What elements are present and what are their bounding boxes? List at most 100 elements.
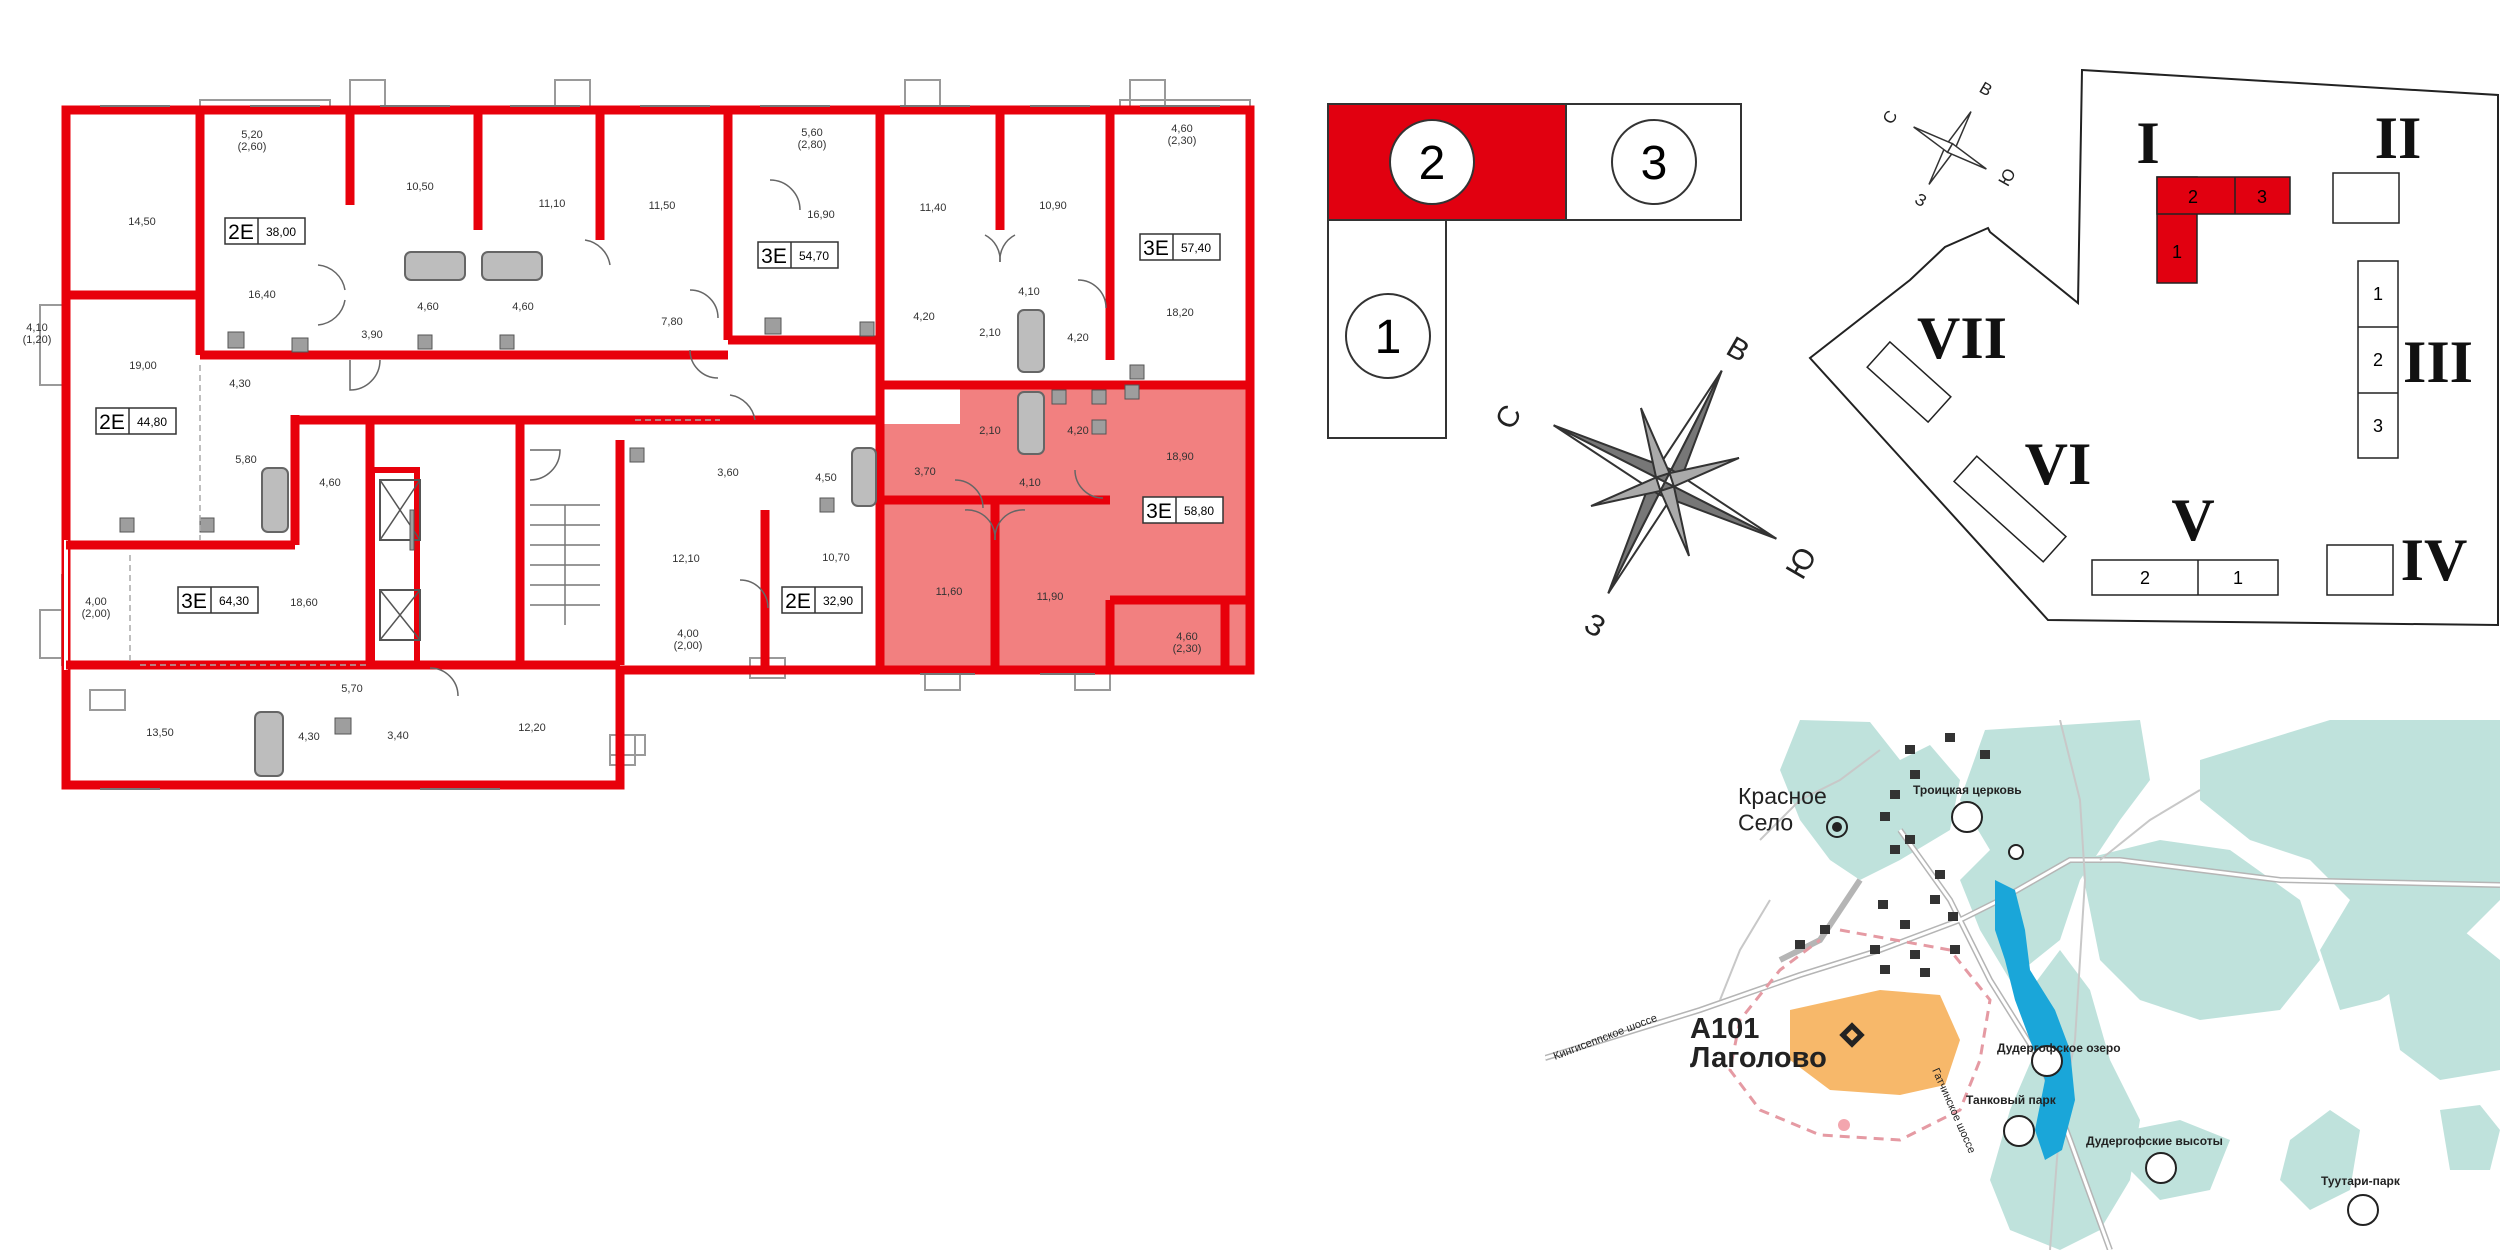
svg-text:3: 3 bbox=[2373, 416, 2383, 436]
svg-text:3,70: 3,70 bbox=[914, 466, 935, 478]
svg-text:Троицкая церковь: Троицкая церковь bbox=[1913, 783, 2022, 797]
site-plan: С В Ю З 2 3 1 1 2 3 2 1 bbox=[1808, 68, 2499, 627]
dudergof-lake[interactable] bbox=[1995, 880, 2075, 1160]
svg-text:4,60: 4,60 bbox=[1171, 123, 1192, 135]
svg-text:(2,30): (2,30) bbox=[1168, 135, 1197, 147]
svg-text:С: С bbox=[1879, 107, 1902, 127]
svg-text:18,90: 18,90 bbox=[1166, 451, 1194, 463]
svg-text:11,90: 11,90 bbox=[1037, 591, 1064, 603]
site-building-ii[interactable] bbox=[2332, 172, 2400, 224]
svg-text:З: З bbox=[1912, 189, 1930, 211]
svg-text:14,50: 14,50 bbox=[128, 216, 156, 228]
svg-text:38,00: 38,00 bbox=[266, 225, 296, 239]
svg-text:III: III bbox=[2403, 329, 2473, 395]
room-areas: 5,20 (2,60) 14,50 16,40 3,90 10,50 4,60 … bbox=[23, 123, 1202, 743]
svg-text:44,80: 44,80 bbox=[137, 415, 167, 429]
svg-text:4,60: 4,60 bbox=[512, 301, 533, 313]
svg-text:5,20: 5,20 bbox=[241, 129, 262, 141]
windows bbox=[100, 105, 1220, 790]
poi-markers bbox=[1795, 733, 1990, 977]
svg-text:19,00: 19,00 bbox=[129, 360, 157, 372]
svg-text:Ю: Ю bbox=[1780, 542, 1824, 585]
district-lagolovo[interactable] bbox=[1790, 990, 1960, 1095]
site-boundary bbox=[1808, 68, 2499, 627]
svg-text:4,60: 4,60 bbox=[417, 301, 438, 313]
svg-text:4,60: 4,60 bbox=[319, 477, 340, 489]
svg-text:57,40: 57,40 bbox=[1181, 241, 1211, 255]
svg-text:3,60: 3,60 bbox=[717, 467, 738, 479]
svg-text:10,50: 10,50 bbox=[406, 181, 434, 193]
unit-label[interactable]: 3Е 57,40 bbox=[1139, 233, 1221, 261]
svg-text:4,20: 4,20 bbox=[1067, 332, 1088, 344]
svg-text:5,70: 5,70 bbox=[341, 683, 362, 695]
svg-text:3: 3 bbox=[2257, 187, 2267, 207]
svg-text:VI: VI bbox=[2025, 431, 2092, 497]
site-building-vii[interactable] bbox=[1866, 340, 1952, 424]
section-key: 2 3 1 bbox=[1327, 103, 1742, 439]
svg-text:3,90: 3,90 bbox=[361, 329, 382, 341]
svg-text:4,20: 4,20 bbox=[913, 311, 934, 323]
svg-text:(2,00): (2,00) bbox=[674, 640, 703, 652]
unit-label[interactable]: 2Е 38,00 bbox=[224, 217, 306, 245]
svg-text:4,30: 4,30 bbox=[229, 378, 250, 390]
bathtubs bbox=[254, 251, 1045, 777]
svg-text:1: 1 bbox=[2373, 284, 2383, 304]
poi-circles bbox=[1951, 801, 2379, 1226]
svg-text:Кингисеппское шоссе: Кингисеппское шоссе bbox=[1552, 1012, 1659, 1063]
svg-text:VII: VII bbox=[1917, 305, 2007, 371]
svg-text:(2,30): (2,30) bbox=[1173, 643, 1202, 655]
svg-text:3,40: 3,40 bbox=[387, 730, 408, 742]
svg-text:4,00: 4,00 bbox=[85, 596, 106, 608]
svg-text:(2,00): (2,00) bbox=[82, 608, 111, 620]
unit-label[interactable]: 2Е 44,80 bbox=[95, 407, 177, 435]
svg-text:2: 2 bbox=[1419, 137, 1446, 190]
unit-label[interactable]: 3Е 58,80 bbox=[1142, 496, 1224, 524]
site-building-i[interactable]: 2 3 1 bbox=[2156, 176, 2291, 284]
walking-route bbox=[1728, 928, 1992, 1142]
forest-areas bbox=[1780, 720, 2500, 1250]
svg-text:Гатчинское шоссе: Гатчинское шоссе bbox=[1929, 1066, 1977, 1155]
svg-text:2,10: 2,10 bbox=[979, 425, 1000, 437]
svg-text:12,20: 12,20 bbox=[518, 722, 546, 734]
svg-text:1: 1 bbox=[2233, 568, 2243, 588]
svg-text:13,50: 13,50 bbox=[146, 727, 174, 739]
svg-text:2: 2 bbox=[2373, 350, 2383, 370]
svg-text:4,00: 4,00 bbox=[677, 628, 698, 640]
svg-text:11,40: 11,40 bbox=[920, 202, 947, 214]
site-building-iv[interactable] bbox=[2326, 544, 2394, 596]
svg-text:IV: IV bbox=[2401, 527, 2468, 593]
svg-text:Дудергофские высоты: Дудергофские высоты bbox=[2086, 1134, 2223, 1148]
svg-text:3Е: 3Е bbox=[761, 245, 787, 268]
svg-text:В: В bbox=[1721, 330, 1755, 369]
svg-text:10,70: 10,70 bbox=[822, 552, 850, 564]
svg-text:16,40: 16,40 bbox=[248, 289, 276, 301]
svg-text:С: С bbox=[1489, 400, 1528, 435]
unit-label[interactable]: 3Е 64,30 bbox=[177, 586, 259, 614]
svg-text:II: II bbox=[2375, 105, 2422, 171]
svg-text:Лаголово: Лаголово bbox=[1690, 1042, 1827, 1074]
svg-text:I: I bbox=[2136, 110, 2159, 176]
svg-text:З: З bbox=[1579, 607, 1611, 645]
svg-text:1: 1 bbox=[2172, 242, 2182, 262]
svg-text:В: В bbox=[1976, 78, 1995, 100]
site-building-iii[interactable]: 1 2 3 bbox=[2357, 260, 2399, 459]
svg-text:3Е: 3Е bbox=[1146, 500, 1172, 523]
site-building-v[interactable]: 2 1 bbox=[2091, 559, 2279, 596]
site-building-vi[interactable] bbox=[1952, 455, 2068, 563]
svg-text:4,10: 4,10 bbox=[26, 322, 47, 334]
svg-text:(2,60): (2,60) bbox=[238, 141, 267, 153]
svg-text:10,90: 10,90 bbox=[1039, 200, 1067, 212]
svg-text:4,10: 4,10 bbox=[1018, 286, 1039, 298]
svg-text:2Е: 2Е bbox=[99, 411, 125, 434]
svg-text:54,70: 54,70 bbox=[799, 249, 829, 263]
unit-label[interactable]: 2Е 32,90 bbox=[781, 586, 863, 614]
svg-text:11,50: 11,50 bbox=[649, 200, 676, 212]
unit-label[interactable]: 3Е 54,70 bbox=[757, 241, 839, 269]
svg-text:2Е: 2Е bbox=[785, 590, 811, 613]
svg-text:1: 1 bbox=[1375, 311, 1402, 364]
floor-plan: 2Е 38,00 3Е 54,70 3Е 57,40 2Е 44,80 bbox=[23, 79, 1255, 790]
svg-text:Туутари-парк: Туутари-парк bbox=[2321, 1174, 2401, 1188]
